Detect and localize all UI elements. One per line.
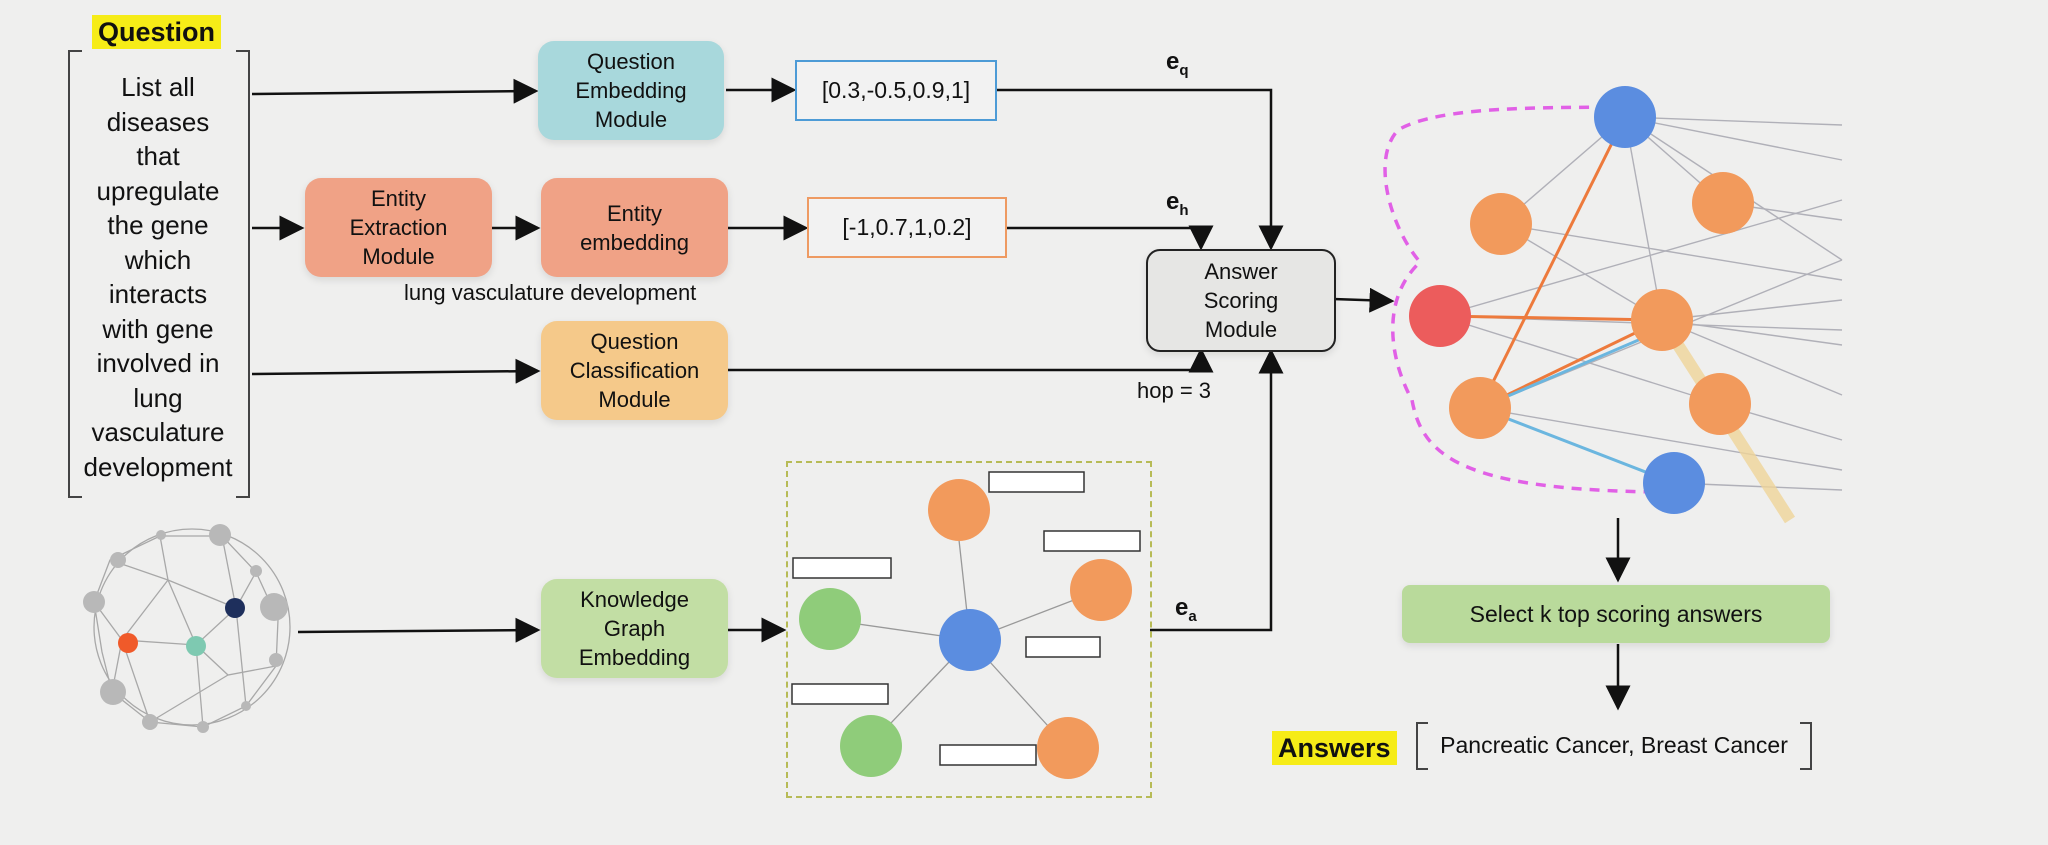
question-vector: [0.3,-0.5,0.9,1] xyxy=(795,60,997,121)
select-top-answers-box: Select k top scoring answers xyxy=(1402,585,1830,643)
entity-vector: [-1,0.7,1,0.2] xyxy=(807,197,1007,258)
arrow-question-to-qembed xyxy=(251,78,539,104)
entity-text: lung vasculature development xyxy=(404,280,697,305)
question-label: Question xyxy=(92,15,222,49)
subgraph-panel xyxy=(786,461,1152,798)
arrow-eh-to-scoring xyxy=(1004,225,1214,251)
arrow-class-to-scoring xyxy=(728,347,1214,373)
hop-label: hop = 3 xyxy=(1137,378,1212,403)
arrow-kg-to-embed xyxy=(297,617,541,643)
arrow-question-to-classification xyxy=(251,358,541,384)
answers-bracket-right xyxy=(1800,722,1812,770)
question-bracket-right xyxy=(236,50,250,498)
eq-label: eq xyxy=(1166,48,1189,79)
ea-label: ea xyxy=(1175,594,1197,625)
answers-bracket-left xyxy=(1416,722,1428,770)
arrow-eq-to-scoring xyxy=(994,88,1284,251)
eh-label: eh xyxy=(1166,188,1189,219)
question-bracket-left xyxy=(68,50,82,498)
answers-label: Answers xyxy=(1272,731,1397,765)
arrow-scoring-to-graph xyxy=(1332,287,1395,313)
arrow-ea-to-scoring xyxy=(1150,348,1284,632)
answers-value: Pancreatic Cancer, Breast Cancer xyxy=(1440,732,1788,758)
